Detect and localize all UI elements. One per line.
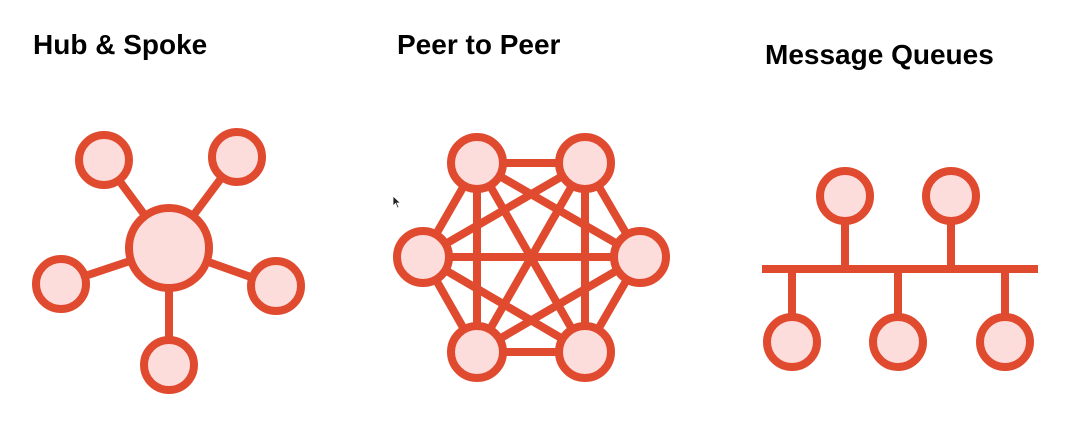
queue-node [976, 313, 1034, 371]
peer-node [555, 322, 615, 382]
spoke-node [208, 128, 266, 186]
queue-node [763, 313, 821, 371]
peer-node [555, 133, 615, 193]
spoke-node [75, 131, 133, 189]
mouse-pointer-icon [392, 195, 402, 209]
spoke-node [32, 255, 90, 313]
peer-node [393, 227, 453, 287]
peer-node [447, 133, 507, 193]
peer-to-peer-title: Peer to Peer [397, 29, 561, 60]
queue-node [922, 167, 980, 225]
spoke-node [247, 257, 305, 315]
mesh-link [419, 159, 589, 261]
hub-spoke-title: Hub & Spoke [33, 29, 208, 60]
message-queues-diagram [762, 167, 1038, 371]
peer-node [447, 322, 507, 382]
mesh-link [419, 253, 589, 356]
spoke-node [140, 336, 198, 394]
peer-to-peer-diagram [393, 133, 670, 382]
hub-node [125, 204, 213, 292]
hub-spoke-diagram [32, 128, 305, 394]
peer-node [610, 227, 670, 287]
queue-node [816, 167, 874, 225]
message-queues-title: Message Queues [765, 39, 994, 70]
queue-node [869, 313, 927, 371]
mesh-link [473, 253, 644, 356]
